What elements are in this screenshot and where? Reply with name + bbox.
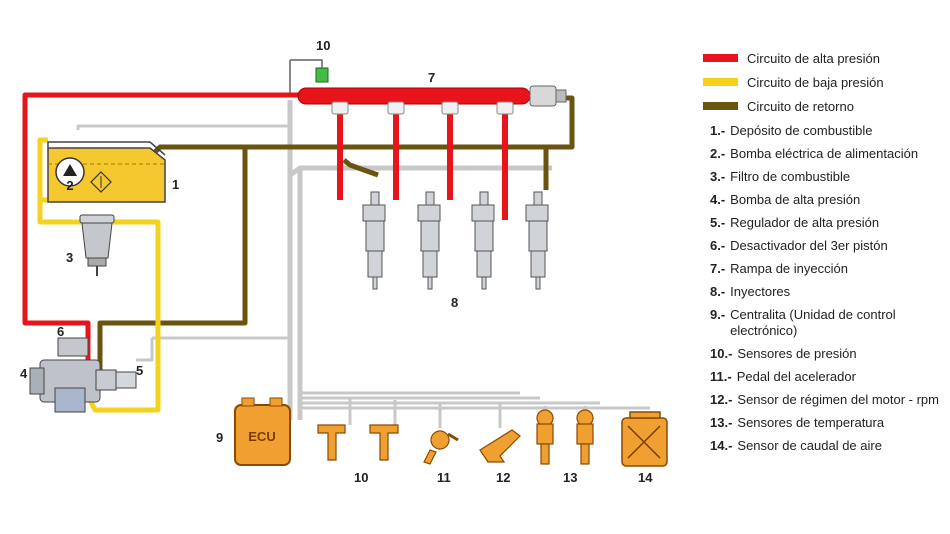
low-pressure-swatch (703, 78, 738, 86)
pressure-sensors (317, 424, 399, 461)
item-number: 2.- (710, 146, 726, 161)
list-item: 10.- Sensores de presión (710, 346, 948, 362)
list-item: 1.- Depósito de combustible (710, 123, 948, 139)
ecu: ECU (234, 397, 291, 466)
callout-10-bottom: 10 (354, 470, 368, 485)
item-number: 8.- (710, 284, 726, 299)
item-number: 5.- (710, 215, 726, 230)
electric-feed-pump (55, 157, 85, 187)
legend-low-pressure: Circuito de baja presión (703, 70, 948, 94)
list-item: 14.- Sensor de caudal de aire (710, 438, 948, 454)
low-pressure-circuit (37, 137, 161, 413)
legend: Circuito de alta presión Circuito de baj… (703, 46, 948, 461)
injector-2 (417, 191, 441, 290)
item-number: 10.- (710, 346, 733, 361)
list-item: 6.- Desactivador del 3er pistón (710, 238, 948, 254)
item-text: Bomba eléctrica de alimentación (730, 146, 919, 161)
list-item: 4.- Bomba de alta presión (710, 192, 948, 208)
callout-labels: 1 2 3 4 5 6 7 8 9 10 10 11 12 13 14 (20, 38, 653, 485)
list-item: 13.- Sensores de temperatura (710, 415, 948, 431)
callout-2: 2 (66, 178, 73, 193)
legend-label: Circuito de baja presión (747, 74, 884, 90)
high-pressure-pump (29, 337, 137, 413)
callout-11: 11 (437, 470, 451, 485)
list-item: 2.- Bomba eléctrica de alimentación (710, 146, 948, 162)
item-text: Filtro de combustible (730, 169, 851, 184)
callout-6: 6 (57, 324, 64, 339)
item-text: Desactivador del 3er pistón (730, 238, 888, 253)
item-text: Sensores de temperatura (737, 415, 885, 430)
callout-1: 1 (172, 177, 179, 192)
item-number: 11.- (710, 369, 732, 384)
item-text: Sensor de caudal de aire (737, 438, 882, 453)
injector-3 (471, 191, 495, 290)
fuel-filter (79, 214, 115, 276)
item-text: Sensores de presión (737, 346, 857, 361)
legend-label: Circuito de retorno (747, 98, 854, 114)
rpm-sensor (479, 429, 521, 463)
callout-3: 3 (66, 250, 73, 265)
return-swatch (703, 102, 738, 110)
injector-4 (525, 191, 549, 290)
callout-9: 9 (216, 430, 223, 445)
callout-7: 7 (428, 70, 435, 85)
item-number: 12.- (710, 392, 733, 407)
air-flow-sensor (621, 411, 668, 467)
item-text: Sensor de régimen del motor - rpm (737, 392, 939, 407)
item-text: Pedal del acelerador (736, 369, 856, 384)
list-item: 3.- Filtro de combustible (710, 169, 948, 185)
item-number: 9.- (710, 307, 726, 322)
ecu-label: ECU (248, 429, 275, 444)
callout-8: 8 (451, 295, 458, 310)
component-list: 1.- Depósito de combustible 2.- Bomba eléc… (703, 123, 948, 454)
legend-label: Circuito de alta presión (747, 50, 880, 66)
item-text: Regulador de alta presión (730, 215, 880, 230)
item-number: 1.- (710, 123, 726, 138)
callout-13: 13 (563, 470, 577, 485)
legend-return: Circuito de retorno (703, 94, 948, 118)
tank-level-icon (90, 171, 112, 193)
item-number: 4.- (710, 192, 726, 207)
callout-14: 14 (638, 470, 653, 485)
callout-5: 5 (136, 363, 143, 378)
temperature-sensors (536, 409, 594, 465)
item-text: Depósito de combustible (730, 123, 873, 138)
rail-pressure-sensor (315, 67, 329, 83)
high-pressure-swatch (703, 54, 738, 62)
list-item: 8.- Inyectores (710, 284, 948, 300)
item-number: 13.- (710, 415, 733, 430)
callout-10-top: 10 (316, 38, 330, 53)
list-item: 12.- Sensor de régimen del motor - rpm (710, 392, 948, 408)
item-text: Inyectores (730, 284, 791, 299)
item-text: Rampa de inyección (730, 261, 848, 276)
item-text: Bomba de alta presión (730, 192, 861, 207)
item-number: 7.- (710, 261, 726, 276)
signal-wires (76, 59, 650, 428)
injector-1 (362, 191, 386, 290)
injection-rail (297, 67, 567, 115)
return-circuit (97, 95, 575, 372)
injectors (362, 191, 549, 290)
list-item: 7.- Rampa de inyección (710, 261, 948, 277)
item-number: 14.- (710, 438, 733, 453)
legend-high-pressure: Circuito de alta presión (703, 46, 948, 70)
item-number: 6.- (710, 238, 726, 253)
callout-4: 4 (20, 366, 28, 381)
accelerator-pedal (423, 430, 459, 465)
callout-12: 12 (496, 470, 510, 485)
list-item: 11.- Pedal del acelerador (710, 369, 948, 385)
list-item: 9.- Centralita (Unidad de control electró… (710, 307, 948, 339)
item-text: Centralita (Unidad de control electrónic… (730, 307, 896, 338)
list-item: 5.- Regulador de alta presión (710, 215, 948, 231)
item-number: 3.- (710, 169, 726, 184)
